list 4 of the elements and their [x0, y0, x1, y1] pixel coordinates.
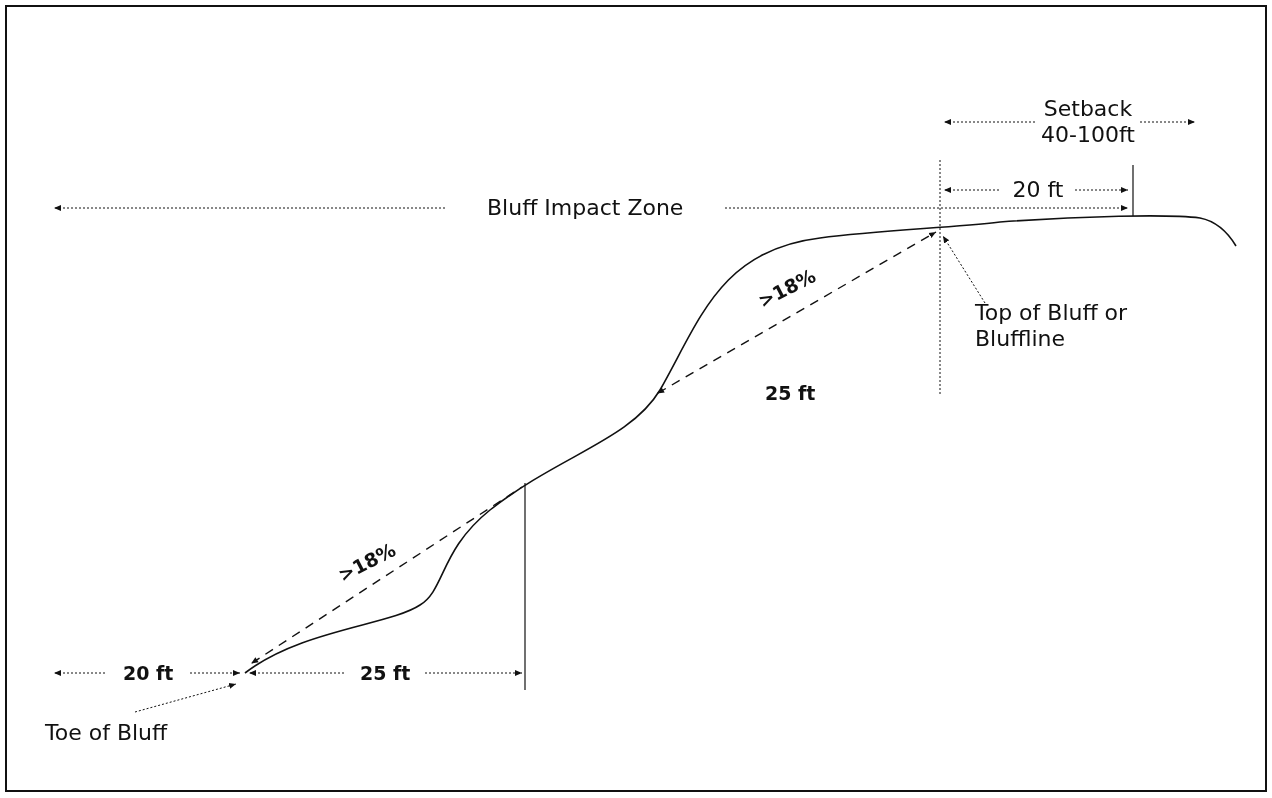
leader-line	[134, 683, 237, 713]
callout-label: Toe of Bluff	[45, 720, 205, 746]
callout-label: Top of Bluff or Bluffline	[975, 300, 1150, 352]
leader-line	[942, 235, 986, 304]
